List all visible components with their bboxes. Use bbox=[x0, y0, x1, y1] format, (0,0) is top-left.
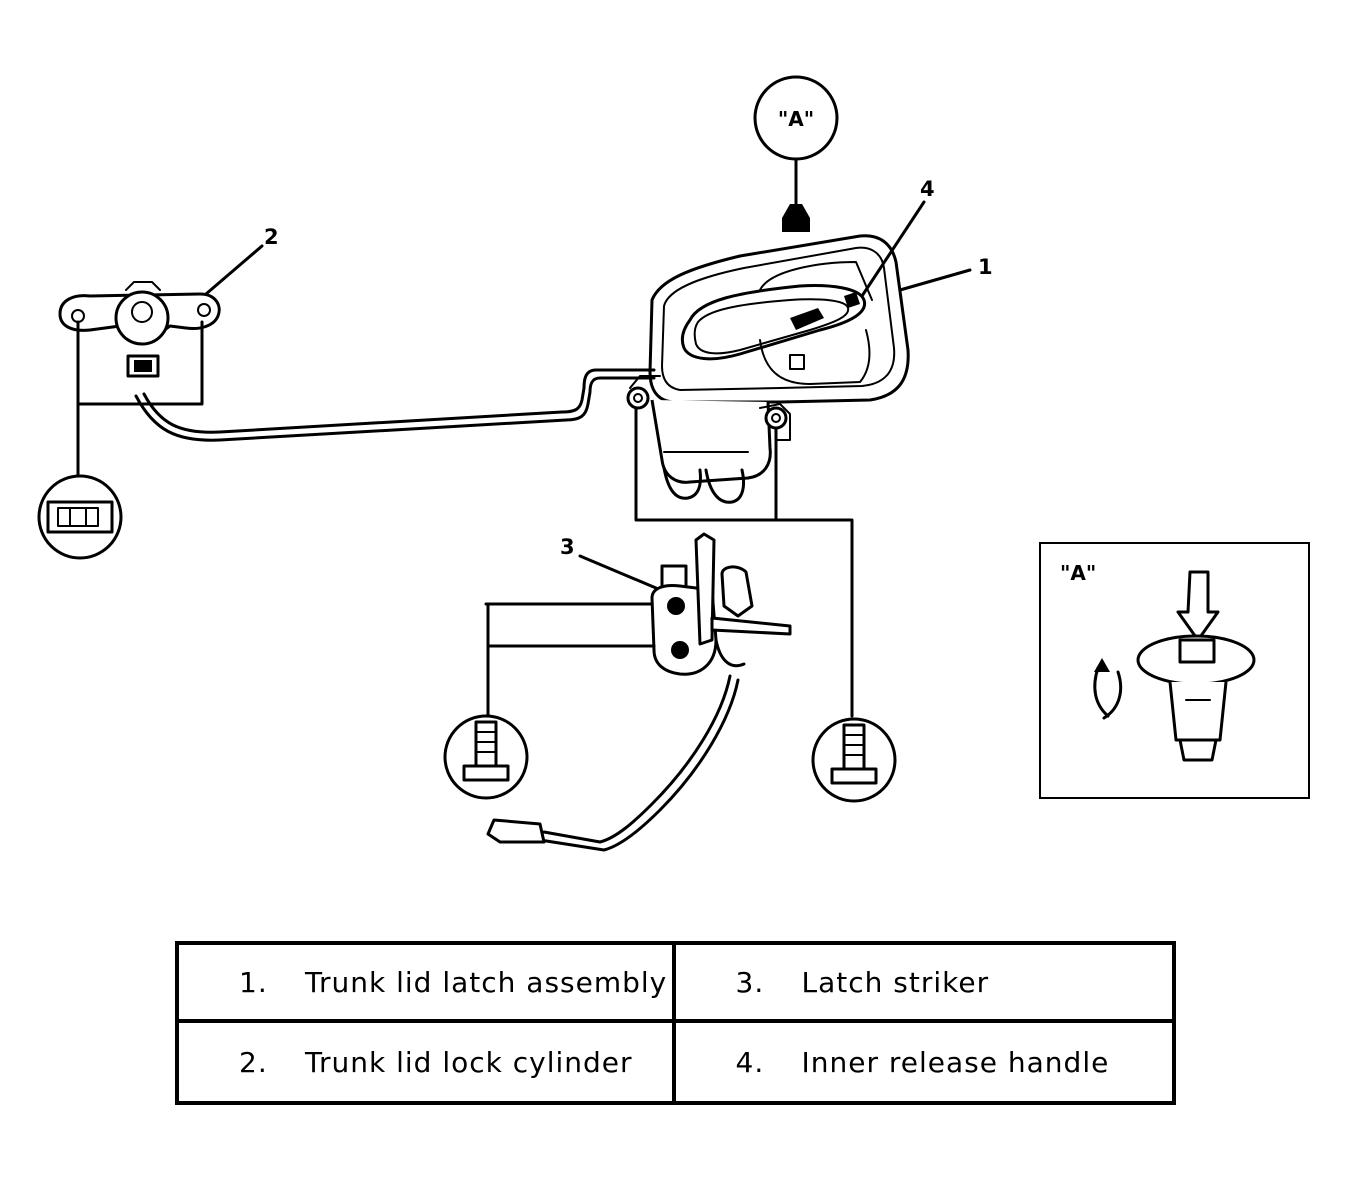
clip-icon bbox=[782, 204, 810, 232]
callout-4: 4 bbox=[860, 177, 935, 298]
detail-a-reference: "A" bbox=[753, 75, 839, 232]
callout-1: 1 bbox=[898, 255, 993, 292]
legend-label: Inner release handle bbox=[801, 1045, 1110, 1079]
bolt-icon bbox=[811, 717, 897, 803]
detail-a-label: "A" bbox=[778, 107, 814, 131]
legend-label: Latch striker bbox=[801, 965, 990, 999]
trunk-lid-diagram: "A" 1 4 bbox=[37, 75, 1310, 852]
detail-a-inset: "A" bbox=[1039, 542, 1310, 799]
callout-3-label: 3 bbox=[560, 535, 575, 559]
legend-row-3: 3. Latch striker bbox=[675, 945, 1172, 1023]
legend-num: 1. bbox=[239, 965, 268, 999]
callout-2: 2 bbox=[204, 225, 279, 296]
inset-a-label: "A" bbox=[1060, 561, 1096, 585]
legend-label: Trunk lid latch assembly bbox=[305, 965, 668, 999]
callout-3: 3 bbox=[560, 535, 658, 590]
clip-icon bbox=[1136, 634, 1256, 686]
cable-end bbox=[486, 818, 546, 844]
trunk-lid-lock-cylinder bbox=[58, 281, 221, 478]
bolt-icon bbox=[443, 714, 529, 800]
rotate-arrow-icon bbox=[1093, 666, 1110, 718]
striker-cable bbox=[538, 678, 740, 852]
legend-row-2: 2. Trunk lid lock cylinder bbox=[179, 1023, 676, 1101]
legend-num: 2. bbox=[239, 1045, 268, 1079]
trunk-lid-latch-assembly bbox=[626, 234, 910, 718]
callout-4-label: 4 bbox=[920, 177, 935, 201]
legend-num: 3. bbox=[735, 965, 765, 999]
legend-num: 4. bbox=[735, 1045, 765, 1079]
release-cable bbox=[142, 368, 656, 434]
latch-striker bbox=[484, 532, 792, 718]
callout-2-label: 2 bbox=[264, 225, 279, 249]
nut-icon bbox=[37, 474, 123, 560]
legend-row-1: 1. Trunk lid latch assembly bbox=[179, 945, 676, 1023]
parts-legend-table: 1. Trunk lid latch assembly 3. Latch str… bbox=[175, 941, 1176, 1105]
legend-row-4: 4. Inner release handle bbox=[676, 1023, 1173, 1101]
legend-label: Trunk lid lock cylinder bbox=[305, 1045, 633, 1079]
push-arrow-icon bbox=[1176, 570, 1220, 642]
callout-1-label: 1 bbox=[978, 255, 993, 279]
